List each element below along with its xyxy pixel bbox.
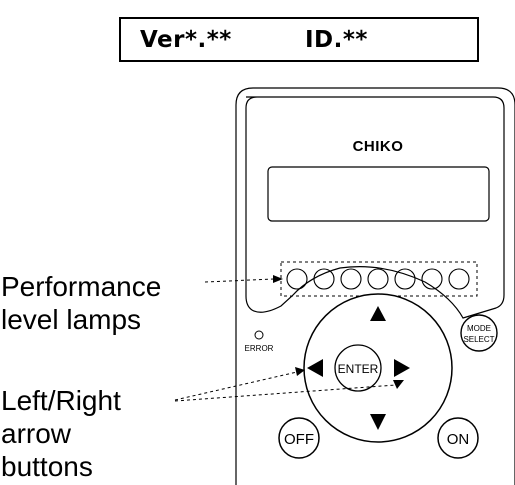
enter-button[interactable] (334, 344, 382, 392)
version-id-display: Ver*.** ID.** (119, 17, 479, 62)
performance-lamp-4 (367, 268, 389, 290)
performance-lamps (286, 268, 470, 290)
arrow-callout-line3: buttons (1, 451, 93, 482)
mode-select-label-line1: MODE (467, 324, 491, 333)
performance-callout-line2: level lamps (1, 304, 142, 335)
performance-lamps-callout: Performance level lamps (1, 270, 161, 336)
left-arrow-leader-arrowhead (295, 367, 305, 376)
brand-logo: CHIKO (353, 138, 404, 155)
right-arrow-button[interactable] (394, 359, 410, 377)
error-label: ERROR (245, 344, 274, 353)
lcd-screen (267, 166, 490, 222)
panel-inner-face (245, 96, 505, 319)
right-arrow-leader-line (174, 384, 397, 402)
arrow-callout-line1: Left/Right (1, 385, 121, 416)
performance-leader-line (204, 278, 275, 283)
arrow-buttons-callout: Left/Right arrow buttons (1, 384, 121, 483)
performance-leader-arrowhead (273, 275, 283, 283)
mode-select-label-line2: SELECT (463, 335, 494, 344)
down-arrow-button[interactable] (370, 414, 386, 430)
up-arrow-button[interactable] (370, 306, 386, 321)
panel-housing (235, 87, 515, 485)
performance-callout-line1: Performance (1, 271, 162, 302)
on-label: ON (447, 431, 470, 448)
off-button[interactable] (278, 417, 320, 459)
arrow-callout-line2: arrow (1, 418, 72, 449)
id-text: ID.** (305, 27, 368, 53)
performance-lamp-3 (340, 268, 362, 290)
performance-lamp-7 (448, 268, 470, 290)
version-text: Ver*.** (140, 27, 232, 53)
left-arrow-button[interactable] (307, 359, 323, 377)
right-arrow-leader-arrowhead (393, 380, 404, 389)
error-lamp (254, 330, 264, 340)
performance-lamps-outline (280, 261, 478, 297)
performance-lamp-2 (313, 268, 335, 290)
left-arrow-leader-line (174, 371, 298, 401)
enter-label: ENTER (338, 362, 379, 376)
on-button[interactable] (437, 417, 479, 459)
performance-lamp-6 (421, 268, 443, 290)
off-label: OFF (284, 431, 314, 448)
performance-lamp-5 (394, 268, 416, 290)
mode-select-button[interactable] (460, 314, 498, 352)
performance-lamp-1 (286, 268, 308, 290)
